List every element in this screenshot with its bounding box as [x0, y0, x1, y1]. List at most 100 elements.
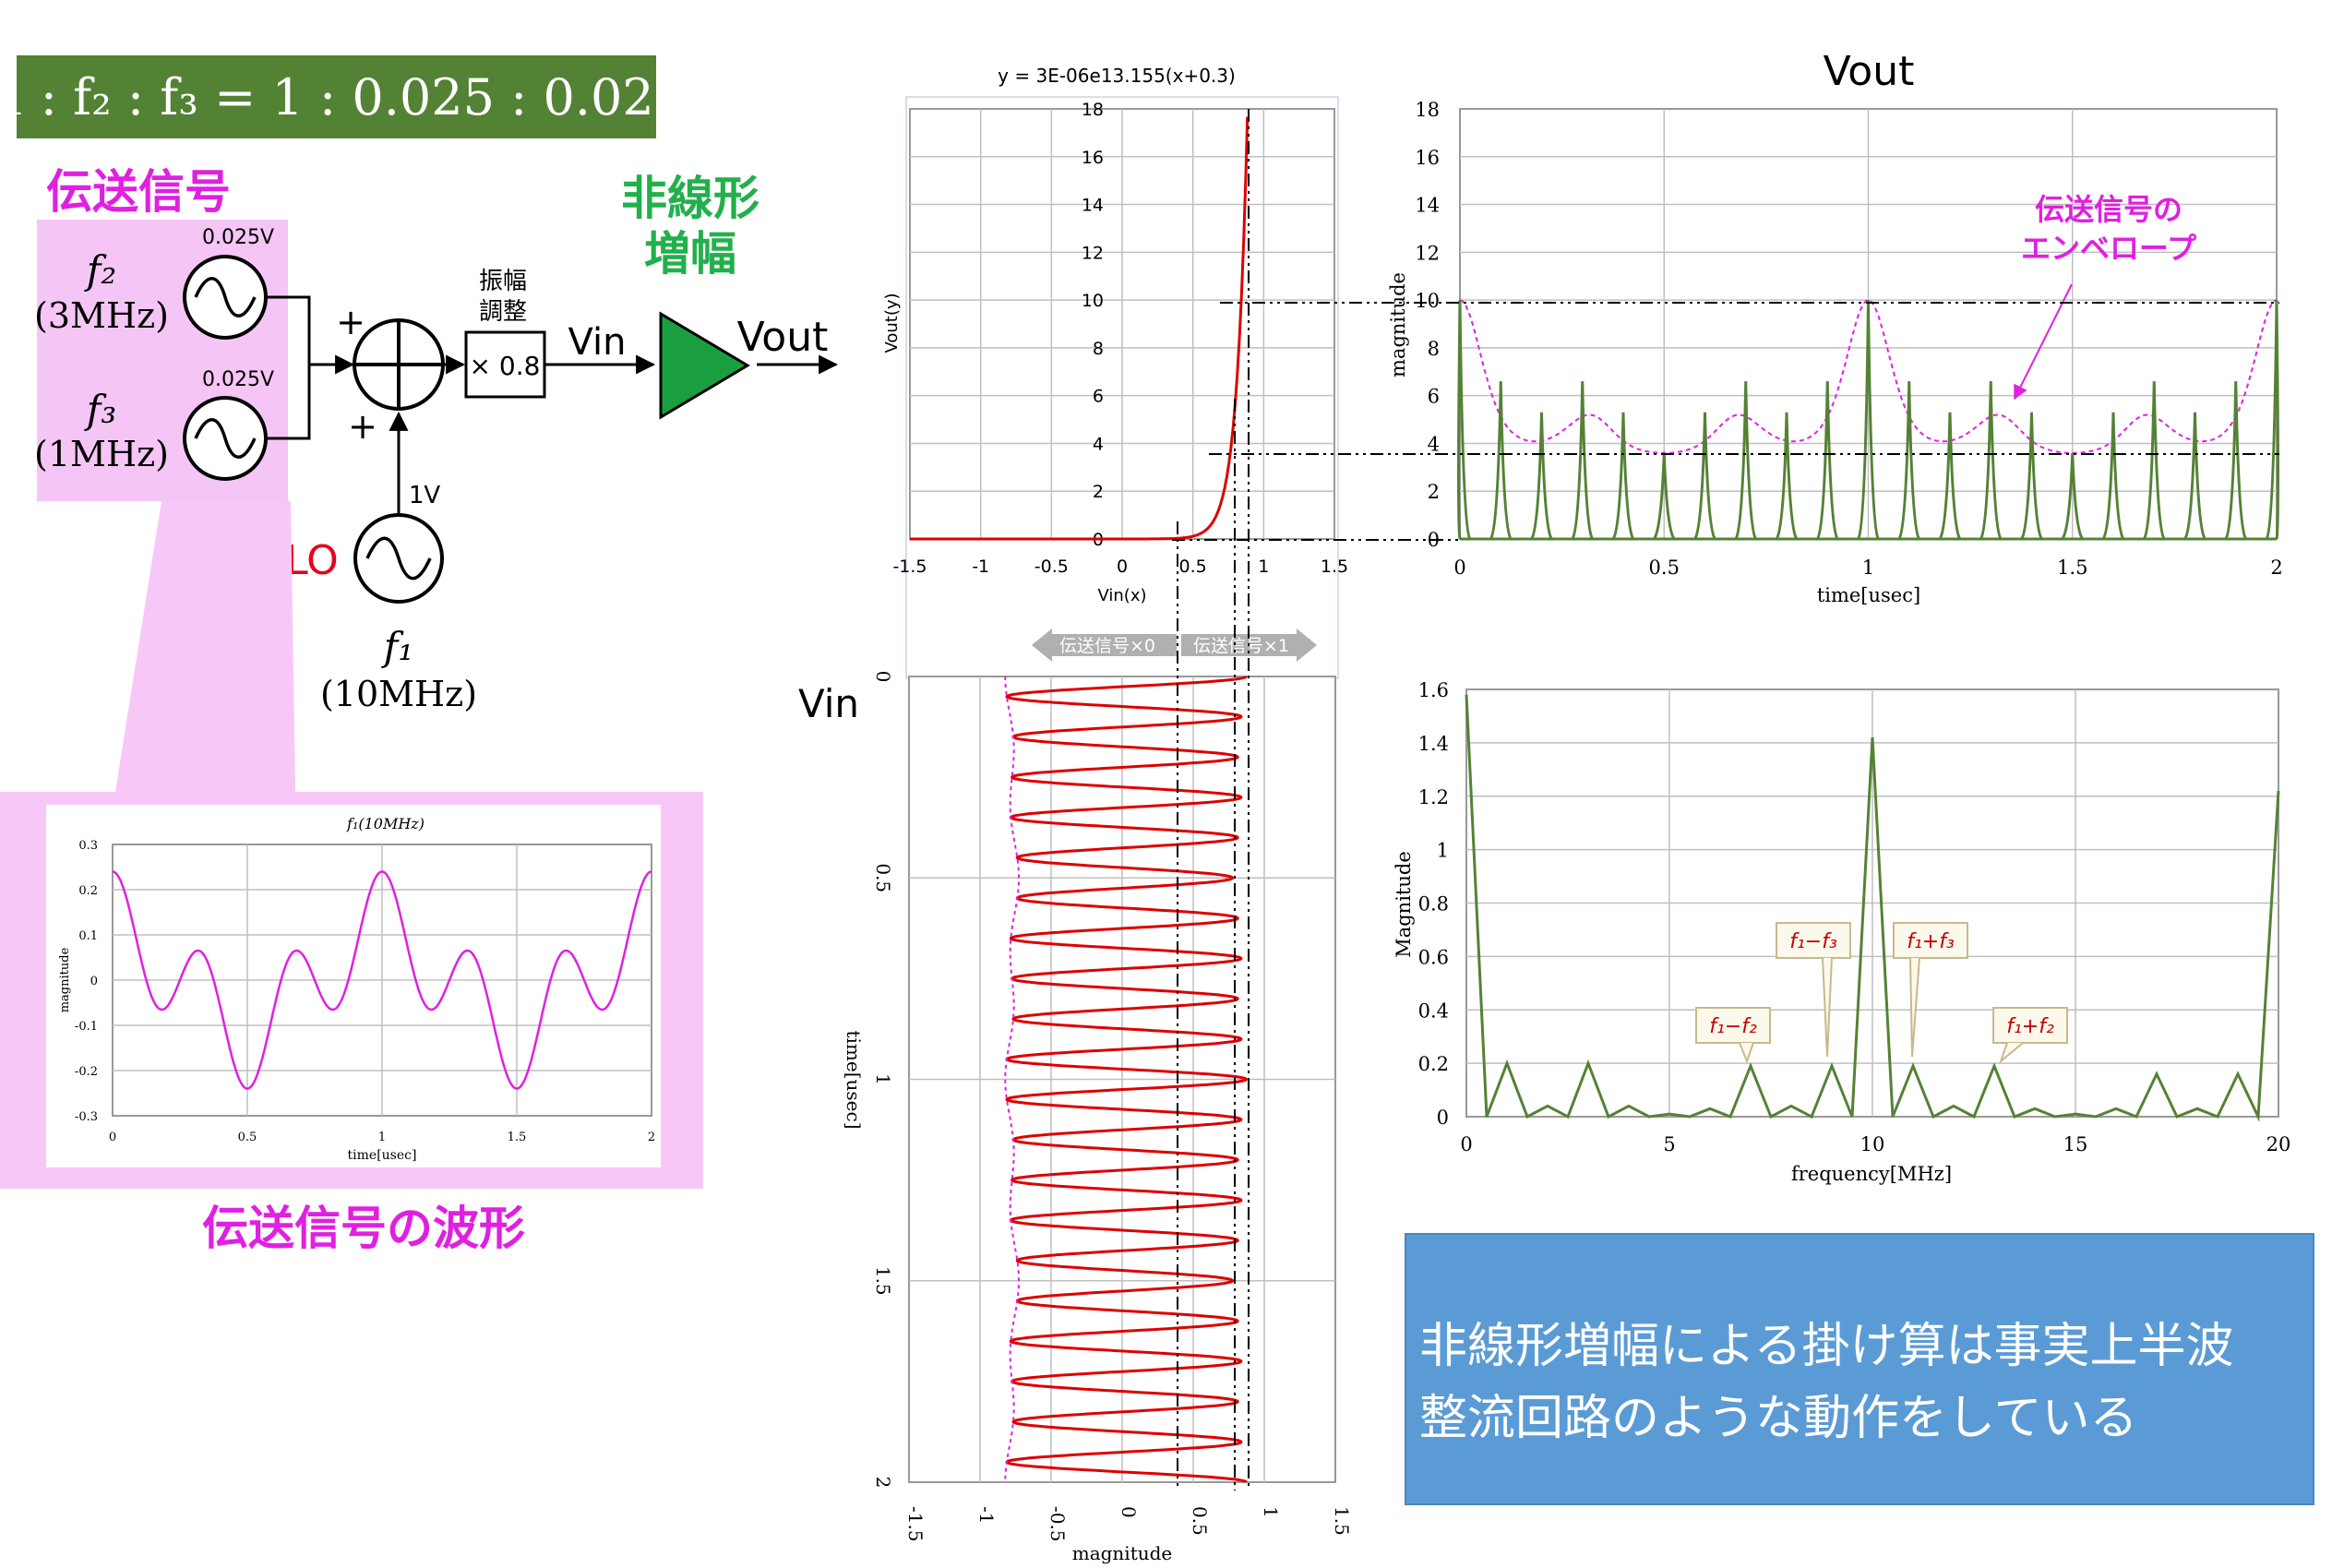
waveform-line [112, 870, 652, 1090]
tag-f1-plus-f2: f₁+f₂ [1992, 1007, 2068, 1065]
y-axis-label: magnitude [1387, 272, 1409, 377]
y-tick-label: 6 [1428, 386, 1440, 408]
nonlinear-amp-title-line1: 非線形 [621, 172, 759, 225]
f3-amplitude: 0.025V [202, 368, 274, 391]
vin-label: Vin [568, 321, 627, 364]
vout-peak [2265, 300, 2279, 540]
x-axis-label: time[usec] [348, 1148, 417, 1163]
summary-line2: 整流回路のような動作をしている [1419, 1391, 2138, 1446]
vout-label: Vout [737, 314, 829, 361]
y-tick-label: 14 [1082, 196, 1104, 216]
y-axis-label: Vout(y) [882, 293, 902, 353]
svg-text:f₁−f₂: f₁−f₂ [1709, 1015, 1757, 1038]
x-axis-label: Vin(x) [1097, 586, 1146, 605]
x-tick-label: 0 [1460, 1133, 1472, 1155]
x-tick-label: 1 [1862, 557, 1874, 579]
vout-peak [1489, 381, 1513, 540]
vout-peak [1457, 300, 1472, 540]
x-tick-label: -1 [972, 557, 989, 577]
f2-name: f₂ [84, 247, 116, 293]
x-tick-label: 10 [1860, 1133, 1885, 1155]
y-tick-label: 12 [1415, 242, 1440, 264]
vout-peak [2020, 412, 2043, 540]
y-tick-label: 0.1 [78, 929, 98, 943]
guide-lines [1172, 109, 2279, 1490]
x-tick-label: 1.5 [1321, 557, 1348, 577]
x-tick-label: 0 [1117, 557, 1128, 577]
x-axis-label: magnitude [1072, 1542, 1173, 1564]
x-axis-label: frequency[MHz] [1791, 1163, 1952, 1185]
vout-peak [1611, 412, 1635, 540]
f3-name: f₃ [84, 387, 116, 432]
x-tick-label: 20 [2266, 1133, 2291, 1155]
chart-title: f₁(10MHz) [346, 815, 425, 832]
signal-wires [266, 295, 839, 517]
x-tick-label: 1.5 [2057, 557, 2087, 579]
vout-peak [1938, 412, 1962, 540]
spectrum-line [1465, 694, 2280, 1122]
plus-sign-bottom: + [348, 406, 377, 447]
vout-peak [2101, 412, 2125, 540]
vout-peak [2183, 412, 2206, 540]
ratio-text: f₁ : f₂ : f₃ = 1 : 0.025 : 0.025 [0, 68, 686, 126]
gain-title-line1: 振幅 [479, 268, 527, 295]
summing-junction [353, 318, 445, 411]
vin-side-label: Vin [798, 681, 859, 726]
plus-sign-top: + [336, 302, 365, 342]
y-tick-label: 4 [1093, 434, 1104, 454]
y-tick-label: 1 [1437, 840, 1449, 862]
envelope-label-line2: エンベロープ [2021, 231, 2197, 266]
y-tick-label: 8 [1093, 339, 1104, 359]
vout-peak [1652, 452, 1676, 540]
y-tick-label: 16 [1082, 148, 1104, 168]
lo-amplitude: 1V [409, 482, 441, 509]
vin-waveform [1005, 676, 1249, 1483]
vout-peak [1693, 412, 1716, 540]
y-axis-label: time[usec] [843, 1030, 865, 1129]
x-tick-label: 1 [1260, 1506, 1282, 1518]
f2-amplitude: 0.025V [202, 226, 274, 249]
lo-sine-source-icon [353, 513, 444, 604]
f1-frequency: (10MHz) [320, 674, 477, 714]
gain-block [464, 330, 546, 399]
y-axis-label: Magnitude [1393, 851, 1415, 958]
multiplier-one-label: 伝送信号×1 [1193, 636, 1289, 656]
x-tick-label: 0.5 [1649, 557, 1680, 579]
f2-frequency: (3MHz) [34, 295, 169, 336]
x-tick-label: 15 [2063, 1133, 2088, 1155]
y-tick-label: 0.2 [78, 884, 98, 898]
y-tick-label: 0.4 [1418, 999, 1449, 1022]
y-tick-label: 2 [1093, 482, 1104, 502]
x-tick-label: -1.5 [892, 557, 927, 577]
y-tick-label: 2 [1428, 481, 1440, 503]
y-tick-label: 4 [1428, 433, 1440, 455]
y-tick-label: 16 [1415, 147, 1440, 169]
y-tick-label: 6 [1093, 387, 1104, 407]
signal-title: 伝送信号 [46, 165, 231, 219]
y-tick-label: 8 [1428, 338, 1440, 360]
y-tick-label: 1.6 [1418, 679, 1449, 701]
lo-label: LO [285, 537, 339, 584]
y-tick-label: 12 [1082, 243, 1104, 263]
y-tick-label: 0.6 [1418, 946, 1449, 968]
vout-peak [1897, 381, 1921, 540]
vout-peak [1734, 381, 1758, 540]
tag-f1-plus-f3: f₁+f₃ [1893, 922, 1968, 1058]
x-tick-label: 0 [109, 1131, 116, 1144]
y-tick-label: 0.2 [1418, 1053, 1449, 1075]
vout-peak [1571, 381, 1595, 540]
y-tick-label: 10 [1082, 291, 1104, 311]
x-tick-label: -0.5 [1046, 1506, 1069, 1542]
f3-frequency: (1MHz) [34, 434, 169, 474]
x-tick-label: 0 [1453, 557, 1465, 579]
y-tick-label: 14 [1415, 195, 1440, 217]
svg-text:f₁+f₂: f₁+f₂ [2006, 1015, 2054, 1038]
x-axis-label: time[usec] [1817, 584, 1920, 606]
y-tick-label: 0 [90, 975, 98, 988]
x-tick-label: 2 [2270, 557, 2282, 579]
